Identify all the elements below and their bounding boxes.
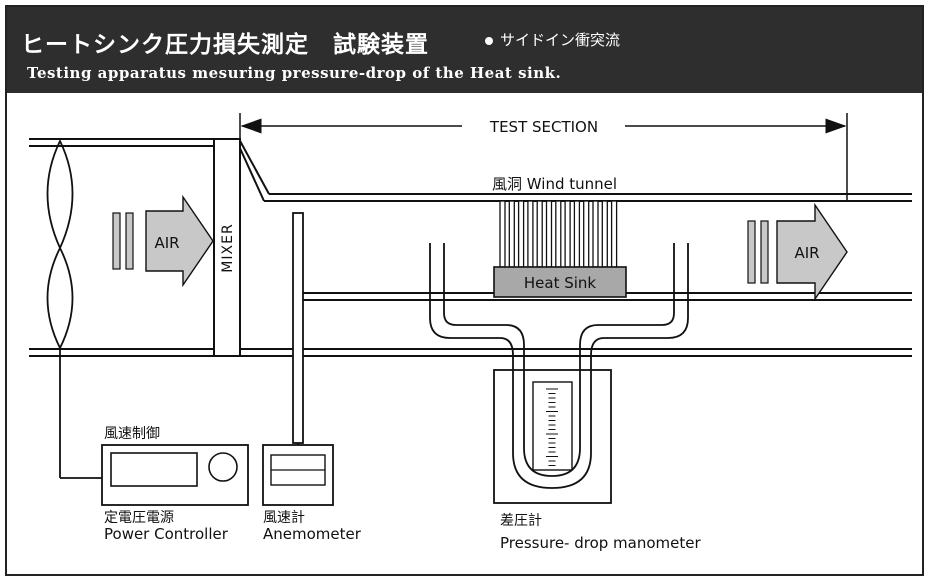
heat-sink-fin (499, 200, 506, 268)
fan-icon (46, 138, 74, 478)
heat-sink-fin (527, 200, 534, 268)
heat-sink-fin (564, 200, 571, 268)
air-inlet-arrow: AIR (112, 194, 214, 288)
air-outlet-arrow: AIR (747, 202, 848, 302)
heat-sink-fin (545, 200, 553, 268)
test-section-dimension: TEST SECTION (239, 113, 848, 201)
heat-sink: Heat Sink (493, 200, 627, 298)
anemometer-probe (292, 212, 304, 444)
manometer (493, 369, 612, 504)
heat-sink-fin (610, 200, 618, 268)
power-controller-label-en: Power Controller (104, 525, 229, 543)
heat-sink-fin (517, 200, 525, 268)
power-controller-label-jp: 定電圧電源 (104, 510, 174, 526)
anemometer: 風速計 Anemometer (262, 443, 362, 543)
heat-sink-fin (592, 200, 599, 268)
test-section-label: TEST SECTION (489, 118, 598, 136)
subtitle-japanese: サイドイン衝突流 (485, 29, 620, 50)
title-japanese: ヒートシンク圧力損失測定 試験装置 (21, 32, 429, 58)
heat-sink-fin (508, 200, 515, 268)
heat-sink-fin (573, 200, 581, 268)
header-banner: ヒートシンク圧力損失測定 試験装置 サイドイン衝突流 Testing appar… (7, 7, 922, 93)
manometer-label-en: Pressure- drop manometer (500, 534, 701, 552)
wind-speed-control-label: 風速制御 (104, 426, 160, 442)
manometer-scale (546, 388, 558, 466)
title-english: Testing apparatus mesuring pressure-drop… (27, 64, 562, 82)
anemometer-label-jp: 風速計 (263, 510, 305, 526)
heat-sink-fin (536, 200, 543, 268)
manometer-tubing (429, 243, 689, 489)
apparatus-diagram: TEST SECTION 風洞 Wind tunnel AIR MIXER (29, 113, 912, 552)
wind-tunnel (29, 138, 912, 357)
power-knob-icon (208, 452, 238, 482)
mixer: MIXER (213, 138, 241, 357)
heat-sink-fin (583, 200, 590, 268)
power-controller: 風速制御 定電圧電源 Power Controller (60, 426, 249, 543)
subtitle-text: サイドイン衝突流 (500, 31, 621, 49)
air-inlet-label: AIR (154, 234, 179, 252)
mixer-label: MIXER (220, 223, 236, 272)
heat-sink-fin (555, 200, 562, 268)
heat-sink-fins (499, 200, 618, 268)
bullet-icon (485, 36, 493, 45)
heat-sink-fin (601, 200, 608, 268)
heat-sink-label: Heat Sink (524, 274, 597, 292)
air-outlet-label: AIR (794, 244, 819, 262)
anemometer-label-en: Anemometer (263, 525, 362, 543)
manometer-label-jp: 差圧計 (500, 513, 542, 529)
wind-tunnel-label: 風洞 Wind tunnel (492, 175, 617, 193)
